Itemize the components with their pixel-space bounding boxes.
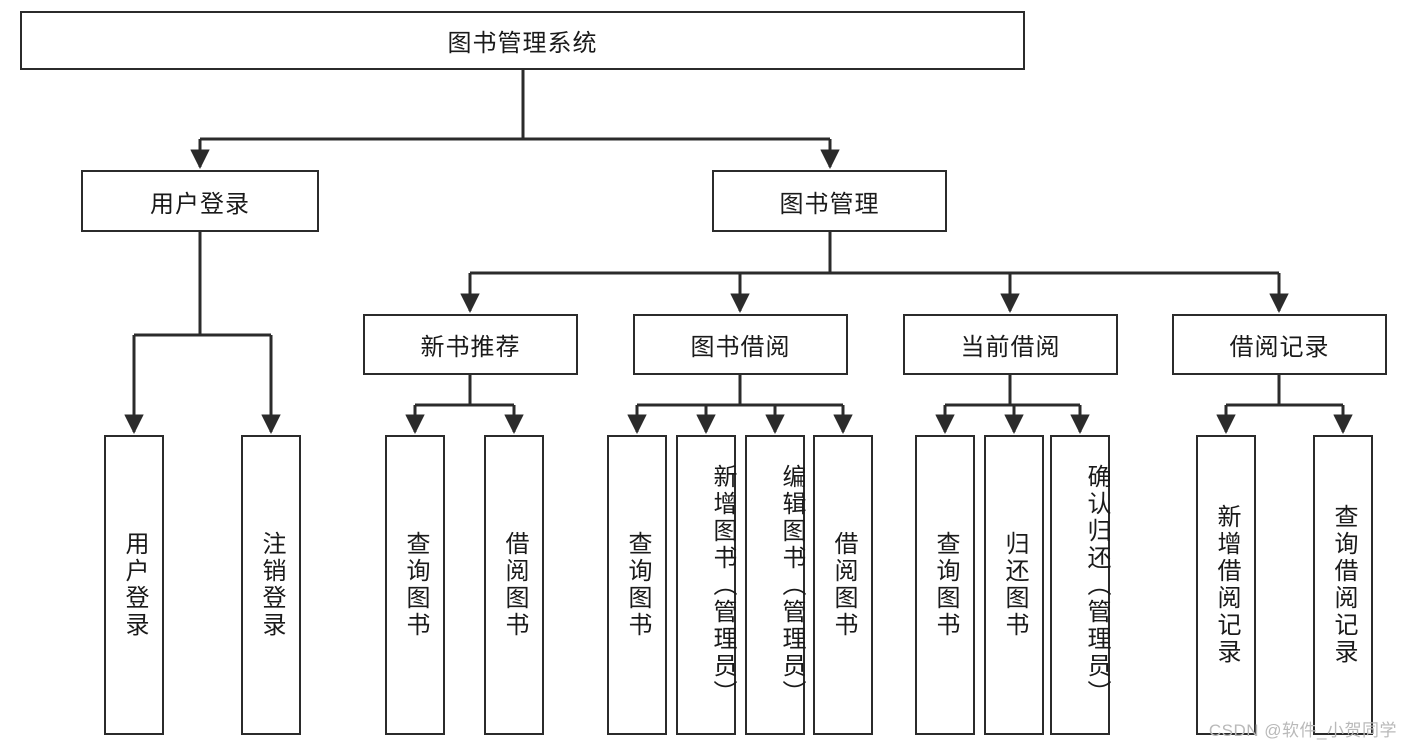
node-leaf-query-record[interactable]: 查询借阅记录 [1313, 435, 1373, 735]
node-leaf-user-login[interactable]: 用户登录 [104, 435, 164, 735]
node-leaf-query-book-3[interactable]: 查询图书 [915, 435, 975, 735]
node-current-borrow[interactable]: 当前借阅 [903, 314, 1118, 375]
node-leaf-add-book-label: 新增图书（管理员） [709, 463, 736, 707]
node-book-manage-label: 图书管理 [779, 190, 880, 218]
node-leaf-confirm-return[interactable]: 确认归还（管理员） [1050, 435, 1110, 735]
node-leaf-add-record[interactable]: 新增借阅记录 [1196, 435, 1256, 735]
node-leaf-edit-book[interactable]: 编辑图书（管理员） [745, 435, 805, 735]
node-leaf-query-book-1[interactable]: 查询图书 [385, 435, 445, 735]
node-leaf-add-record-label: 新增借阅记录 [1213, 504, 1240, 666]
node-leaf-borrow-book-2[interactable]: 借阅图书 [813, 435, 873, 735]
node-leaf-user-logout[interactable]: 注销登录 [241, 435, 301, 735]
node-leaf-query-book-3-label: 查询图书 [932, 531, 959, 639]
node-leaf-query-book-2[interactable]: 查询图书 [607, 435, 667, 735]
node-borrow-record[interactable]: 借阅记录 [1172, 314, 1387, 375]
node-user-login[interactable]: 用户登录 [81, 170, 319, 232]
node-leaf-user-logout-label: 注销登录 [258, 531, 285, 639]
node-root-label: 图书管理系统 [447, 30, 598, 57]
node-new-book-rec[interactable]: 新书推荐 [363, 314, 578, 375]
node-leaf-confirm-return-label: 确认归还（管理员） [1083, 463, 1110, 707]
node-root[interactable]: 图书管理系统 [20, 11, 1025, 70]
node-book-borrow-label: 图书借阅 [690, 334, 791, 361]
node-leaf-borrow-book-2-label: 借阅图书 [830, 531, 857, 639]
node-leaf-return-book-label: 归还图书 [1001, 531, 1028, 639]
node-book-borrow[interactable]: 图书借阅 [633, 314, 848, 375]
watermark-text: CSDN @软件_小贺同学 [1208, 721, 1397, 740]
node-leaf-borrow-book-1-label: 借阅图书 [501, 531, 528, 639]
node-leaf-query-record-label: 查询借阅记录 [1330, 504, 1357, 666]
node-leaf-query-book-2-label: 查询图书 [624, 531, 651, 639]
node-borrow-record-label: 借阅记录 [1229, 334, 1330, 361]
node-leaf-query-book-1-label: 查询图书 [402, 531, 429, 639]
node-leaf-add-book[interactable]: 新增图书（管理员） [676, 435, 736, 735]
node-user-login-label: 用户登录 [150, 190, 250, 218]
node-leaf-borrow-book-1[interactable]: 借阅图书 [484, 435, 544, 735]
node-leaf-user-login-label: 用户登录 [121, 531, 148, 639]
node-new-book-rec-label: 新书推荐 [420, 334, 521, 361]
node-leaf-return-book[interactable]: 归还图书 [984, 435, 1044, 735]
node-current-borrow-label: 当前借阅 [960, 334, 1061, 361]
node-leaf-edit-book-label: 编辑图书（管理员） [778, 463, 805, 707]
node-book-manage[interactable]: 图书管理 [712, 170, 947, 232]
